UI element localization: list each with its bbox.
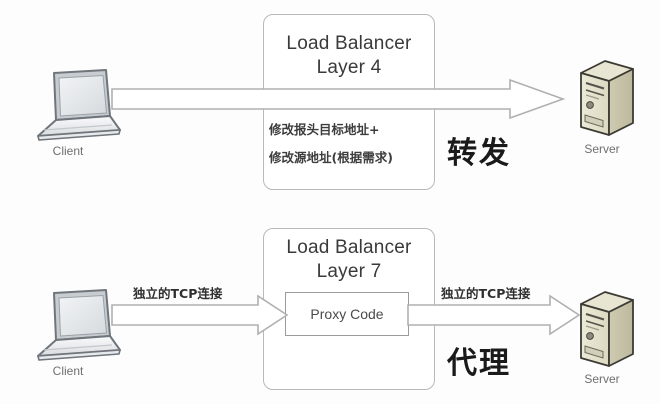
proxy-code-label: Proxy Code: [310, 306, 384, 322]
top-client-device: [24, 68, 124, 146]
note-modify-source-addr: 修改源地址(根据需求): [269, 150, 393, 165]
left-tcp-connection-label: 独立的TCP连接: [133, 286, 223, 301]
tcp-connection-arrow-right-icon: [407, 294, 581, 336]
load-balancer-layer4-title-line2: Layer 4: [316, 57, 382, 78]
bottom-client-label: Client: [52, 364, 84, 378]
load-balancer-layer4-title-line1: Load Balancer: [286, 33, 412, 54]
server-tower-icon: [580, 60, 634, 136]
laptop-icon: [37, 289, 121, 361]
top-server-label: Server: [584, 142, 620, 156]
top-client-label: Client: [52, 144, 84, 158]
forward-arrow-icon: [111, 78, 566, 120]
top-mode-label: 转发: [447, 136, 511, 171]
bottom-server-device: [575, 288, 641, 374]
bottom-right-arrow-wrapper: [407, 294, 581, 336]
proxy-code-box: [285, 292, 409, 336]
top-forward-arrow-wrapper: [111, 78, 566, 120]
bottom-mode-label: 代理: [447, 346, 511, 381]
tcp-connection-arrow-left-icon: [111, 294, 289, 336]
server-tower-icon: [580, 291, 634, 367]
bottom-client-device: [24, 288, 124, 366]
note-modify-header-dest: 修改报头目标地址+: [269, 122, 380, 137]
top-server-device: [575, 57, 641, 143]
laptop-icon: [37, 69, 121, 141]
right-tcp-connection-label: 独立的TCP连接: [441, 286, 531, 301]
load-balancer-layer7-title-line1: Load Balancer: [286, 237, 412, 258]
bottom-server-label: Server: [584, 372, 620, 386]
load-balancer-layer7-title-line2: Layer 7: [316, 261, 382, 282]
bottom-left-arrow-wrapper: [111, 294, 289, 336]
